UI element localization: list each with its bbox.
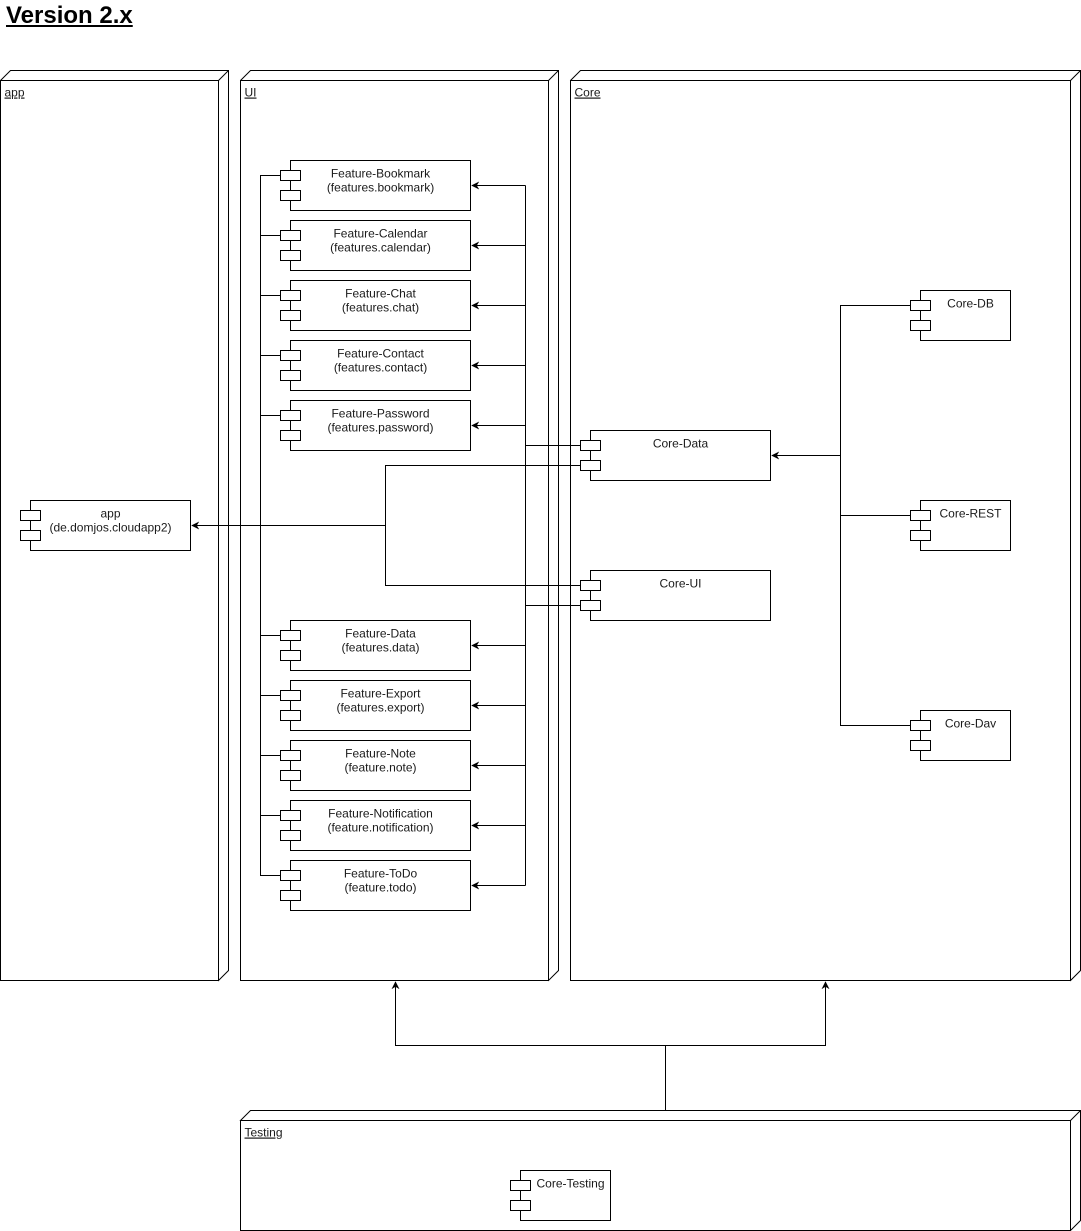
component-feature-notification-text-0: Feature-Notification	[328, 807, 433, 821]
component-core-rest[interactable]: Core-REST	[910, 500, 1011, 551]
component-core-data[interactable]: Core-Data	[580, 430, 771, 481]
component-feature-password-text-0: Feature-Password	[331, 407, 429, 421]
port-icon	[280, 430, 301, 441]
node-app-label: app	[5, 86, 25, 100]
component-core-testing[interactable]: Core-Testing	[510, 1170, 611, 1221]
port-icon	[910, 720, 931, 731]
port-icon	[910, 530, 931, 541]
node-testing: Testing	[239, 1110, 1081, 1231]
component-feature-data-text-0: Feature-Data	[345, 627, 416, 641]
component-feature-contact-text-0: Feature-Contact	[337, 347, 424, 361]
port-icon	[280, 810, 301, 821]
port-icon	[280, 890, 301, 901]
component-core-ui[interactable]: Core-UI	[580, 570, 771, 621]
port-icon	[280, 350, 301, 361]
port-icon	[280, 230, 301, 241]
component-core-db-text-0: Core-DB	[947, 297, 994, 311]
port-icon	[280, 630, 301, 641]
component-feature-password-text-1: (features.password)	[327, 421, 433, 435]
component-feature-notification[interactable]: Feature-Notification(feature.notificatio…	[280, 800, 471, 851]
component-feature-export-text-1: (features.export)	[336, 701, 424, 715]
port-icon	[280, 830, 301, 841]
port-icon	[910, 320, 931, 331]
port-icon	[910, 300, 931, 311]
component-feature-note-text-0: Feature-Note	[345, 747, 416, 761]
port-icon	[510, 1200, 531, 1211]
port-icon	[20, 530, 41, 541]
component-feature-data[interactable]: Feature-Data(features.data)	[280, 620, 471, 671]
port-icon	[580, 440, 601, 451]
edge-arrow-to-ui	[391, 981, 666, 1046]
component-feature-calendar[interactable]: Feature-Calendar(features.calendar)	[280, 220, 471, 271]
port-icon	[280, 290, 301, 301]
component-feature-chat[interactable]: Feature-Chat(features.chat)	[280, 280, 471, 331]
component-feature-todo-text-1: (feature.todo)	[344, 881, 416, 895]
port-icon	[280, 190, 301, 201]
component-feature-data-text-1: (features.data)	[341, 641, 419, 655]
port-icon	[280, 750, 301, 761]
port-icon	[280, 690, 301, 701]
port-icon	[280, 650, 301, 661]
component-app-text-0: app	[100, 507, 120, 521]
component-core-ui-text-0: Core-UI	[659, 577, 701, 591]
component-feature-chat-text-1: (features.chat)	[342, 301, 419, 315]
port-icon	[510, 1180, 531, 1191]
component-feature-contact-text-1: (features.contact)	[334, 361, 427, 375]
component-app-text-1: (de.domjos.cloudapp2)	[49, 521, 171, 535]
diagram-title: Version 2.x	[6, 2, 133, 29]
component-feature-export[interactable]: Feature-Export(features.export)	[280, 680, 471, 731]
port-icon	[910, 510, 931, 521]
port-icon	[580, 580, 601, 591]
component-core-testing-text-0: Core-Testing	[536, 1177, 604, 1191]
node-testing-label: Testing	[245, 1126, 283, 1140]
component-core-dav[interactable]: Core-Dav	[910, 710, 1011, 761]
component-feature-note-text-1: (feature.note)	[344, 761, 416, 775]
component-feature-bookmark-text-0: Feature-Bookmark	[331, 167, 431, 181]
component-feature-todo-text-0: Feature-ToDo	[344, 867, 418, 881]
component-core-data-text-0: Core-Data	[653, 437, 709, 451]
port-icon	[280, 250, 301, 261]
component-feature-notification-text-1: (feature.notification)	[327, 821, 433, 835]
port-icon	[280, 310, 301, 321]
component-feature-export-text-0: Feature-Export	[340, 687, 421, 701]
node-ui-label: UI	[245, 86, 257, 100]
component-feature-password[interactable]: Feature-Password(features.password)	[280, 400, 471, 451]
component-feature-calendar-text-1: (features.calendar)	[330, 241, 431, 255]
component-core-rest-text-0: Core-REST	[939, 507, 1002, 521]
port-icon	[280, 710, 301, 721]
port-icon	[280, 410, 301, 421]
component-feature-contact[interactable]: Feature-Contact(features.contact)	[280, 340, 471, 391]
component-feature-bookmark-text-1: (features.bookmark)	[327, 181, 434, 195]
component-core-db[interactable]: Core-DB	[910, 290, 1011, 341]
port-icon	[280, 170, 301, 181]
port-icon	[580, 600, 601, 611]
edge-arrow-to-core	[665, 981, 830, 1046]
port-icon	[20, 510, 41, 521]
port-icon	[580, 460, 601, 471]
port-icon	[280, 370, 301, 381]
component-feature-note[interactable]: Feature-Note(feature.note)	[280, 740, 471, 791]
port-icon	[280, 870, 301, 881]
component-feature-chat-text-0: Feature-Chat	[345, 287, 416, 301]
component-feature-todo[interactable]: Feature-ToDo(feature.todo)	[280, 860, 471, 911]
component-core-dav-text-0: Core-Dav	[945, 717, 996, 731]
node-core-label: Core	[575, 86, 601, 100]
component-app[interactable]: app(de.domjos.cloudapp2)	[20, 500, 191, 551]
component-feature-calendar-text-0: Feature-Calendar	[333, 227, 427, 241]
port-icon	[910, 740, 931, 751]
port-icon	[280, 770, 301, 781]
component-feature-bookmark[interactable]: Feature-Bookmark(features.bookmark)	[280, 160, 471, 211]
